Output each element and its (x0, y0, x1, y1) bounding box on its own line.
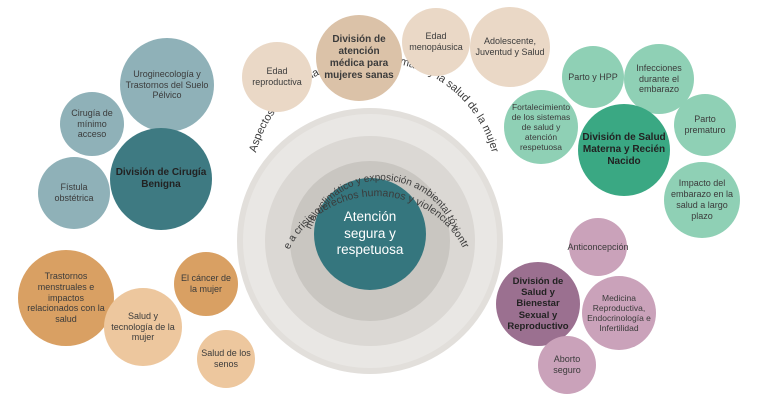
bubble-aborto-seguro: Aborto seguro (538, 336, 596, 394)
bubble-fortalecimiento-sistemas: Fortalecimiento de los sistemas de salud… (504, 90, 578, 164)
division-atencion-mujeres-sanas: División de atención médica para mujeres… (316, 15, 402, 101)
core-label: Atención segura y respetuosa (336, 208, 404, 258)
division-cirugia-benigna: División de Cirugía Benigna (110, 128, 212, 230)
bubble-uroginecologia: Uroginecología y Trastornos del Suelo Pé… (120, 38, 214, 132)
bubble-fistula-obstetrica: Fístula obstétrica (38, 157, 110, 229)
bubble-parto-hpp: Parto y HPP (562, 46, 624, 108)
bubble-cancer-mujer: El cáncer de la mujer (174, 252, 238, 316)
bubble-edad-menopausica: Edad menopáusica (402, 8, 470, 76)
division-salud-sexual-reproductiva: División de Salud y Bienestar Sexual y R… (496, 262, 580, 346)
bubble-trastornos-menstruales: Trastornos menstruales e impactos relaci… (18, 250, 114, 346)
bubble-edad-reproductiva: Edad reproductiva (242, 42, 312, 112)
bubble-parto-prematuro: Parto prematuro (674, 94, 736, 156)
bubble-impacto-embarazo: Impacto del embarazo en la salud a largo… (664, 162, 740, 238)
bubble-salud-tecnologia: Salud y tecnología de la mujer (104, 288, 182, 366)
bubble-medicina-reproductiva: Medicina Reproductiva, Endocrinología e … (582, 276, 656, 350)
core-circle (314, 178, 426, 290)
bubble-anticoncepcion: Anticoncepción (567, 218, 629, 276)
division-salud-materna: División de Salud Materna y Recién Nacid… (578, 104, 670, 196)
bubble-cirugia-minimo-acceso: Cirugía de mínimo acceso (60, 92, 124, 156)
bubble-salud-senos: Salud de los senos (197, 330, 255, 388)
bubble-adolescente-juventud: Adolescente, Juventud y Salud (470, 7, 550, 87)
